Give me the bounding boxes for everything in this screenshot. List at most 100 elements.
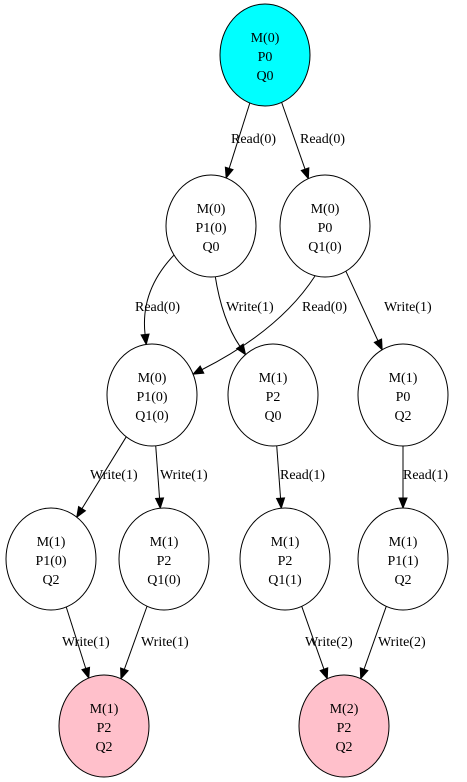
node-label-line: P2 bbox=[278, 554, 293, 569]
node-label-line: P1(0) bbox=[35, 554, 66, 569]
node-label-line: Q1(0) bbox=[135, 409, 169, 424]
arrowhead bbox=[300, 167, 310, 180]
edge-line bbox=[65, 606, 87, 669]
edge-line bbox=[123, 606, 148, 670]
node-label-line: M(1) bbox=[389, 371, 418, 386]
edge-line bbox=[301, 606, 325, 670]
arrowhead bbox=[319, 667, 329, 680]
edge-line bbox=[281, 102, 306, 170]
edge-n9-n11: Write(2) bbox=[359, 606, 426, 680]
node-label-line: P0 bbox=[318, 221, 333, 236]
node-label-line: P2 bbox=[266, 390, 281, 405]
node-ellipse bbox=[106, 343, 198, 447]
edge-label: Write(1) bbox=[90, 468, 138, 483]
node-label-line: M(0) bbox=[311, 202, 340, 217]
edge-n4-n8: Read(1) bbox=[275, 445, 325, 510]
edge-line bbox=[201, 275, 316, 371]
node-ellipse bbox=[298, 674, 390, 778]
arrowhead bbox=[373, 338, 383, 352]
edge-label: Write(2) bbox=[378, 635, 426, 650]
node-label-line: M(1) bbox=[271, 535, 300, 550]
edge-line bbox=[363, 606, 387, 670]
arrowhead bbox=[191, 365, 205, 375]
node-label-line: M(0) bbox=[197, 202, 226, 217]
edge-n3-n7: Write(1) bbox=[154, 445, 208, 510]
node-label-line: M(0) bbox=[251, 31, 280, 46]
edge-n6-n10: Write(1) bbox=[62, 606, 110, 680]
edge-n5-n9: Read(1) bbox=[398, 446, 448, 510]
edge-n1-n3: Read(0) bbox=[135, 253, 180, 346]
edge-label: Read(0) bbox=[231, 132, 276, 147]
node-label-line: M(1) bbox=[259, 371, 288, 386]
node-label-line: Q1(0) bbox=[147, 573, 181, 588]
edge-n0-n2: Read(0) bbox=[281, 102, 345, 180]
edge-n0-n1: Read(0) bbox=[224, 102, 276, 180]
node-ellipse bbox=[118, 507, 210, 611]
node-ellipse bbox=[58, 674, 150, 778]
node-label-line: Q0 bbox=[256, 69, 273, 84]
node-ellipse bbox=[165, 174, 257, 278]
node-label-line: P2 bbox=[97, 721, 112, 736]
edge-label: Read(0) bbox=[302, 300, 347, 315]
arrowhead bbox=[398, 497, 408, 510]
edge-n7-n10: Write(1) bbox=[120, 606, 189, 681]
edge-line bbox=[81, 436, 127, 509]
edge-line bbox=[214, 274, 241, 347]
edge-line bbox=[228, 102, 251, 169]
node-label-line: Q2 bbox=[95, 740, 112, 755]
arrowhead bbox=[224, 166, 234, 180]
node-label-line: M(1) bbox=[389, 535, 418, 550]
node-label-line: Q1(1) bbox=[268, 573, 302, 588]
state-node-n6: M(1)P1(0)Q2 bbox=[5, 507, 97, 611]
arrowhead bbox=[140, 333, 150, 346]
edge-label: Write(1) bbox=[62, 635, 110, 650]
edge-n3-n6: Write(1) bbox=[76, 436, 138, 519]
node-ellipse bbox=[227, 343, 319, 447]
node-ellipse bbox=[357, 343, 449, 447]
edge-n2-n3: Read(0) bbox=[191, 275, 347, 375]
node-label-line: P1(0) bbox=[195, 221, 226, 236]
node-label-line: P1(1) bbox=[387, 554, 418, 569]
state-node-n9: M(1) P1(1) Q2 bbox=[357, 507, 449, 611]
arrowhead bbox=[359, 667, 369, 680]
node-ellipse bbox=[239, 507, 331, 611]
node-label-line: Q1(0) bbox=[308, 240, 342, 255]
node-label-line: M(1) bbox=[90, 702, 119, 717]
edge-label: Write(2) bbox=[305, 635, 353, 650]
node-label-line: P0 bbox=[396, 390, 411, 405]
node-label-line: Q0 bbox=[264, 409, 281, 424]
edges-layer: Read(0) Read(0) Read(0) Write(1) Read(0) Writ… bbox=[62, 102, 448, 681]
arrowhead bbox=[235, 343, 247, 356]
node-label-line: Q2 bbox=[394, 409, 411, 424]
arrowhead bbox=[120, 667, 129, 681]
node-label-line: Q0 bbox=[202, 240, 219, 255]
edge-n8-n11: Write(2) bbox=[301, 606, 353, 680]
edge-line bbox=[143, 253, 176, 335]
edge-label: Write(1) bbox=[226, 300, 274, 315]
node-label-line: M(0) bbox=[138, 371, 167, 386]
node-label-line: P2 bbox=[157, 554, 172, 569]
edge-label: Read(1) bbox=[280, 468, 325, 483]
arrowhead bbox=[81, 666, 91, 680]
nodes-layer: M(0)P0Q0M(0)P1(0)Q0M(0)P0Q1(0)M(0)P1(0)Q… bbox=[5, 3, 449, 778]
edge-label: Write(1) bbox=[160, 468, 208, 483]
node-label-line: Q2 bbox=[335, 740, 352, 755]
node-label-line: P1(0) bbox=[136, 390, 167, 405]
edge-line bbox=[276, 445, 282, 499]
edge-n1-n4: Write(1) bbox=[214, 274, 274, 356]
node-label-line: Q2 bbox=[394, 573, 411, 588]
node-ellipse bbox=[357, 507, 449, 611]
node-label-line: P0 bbox=[258, 50, 273, 65]
node-label-line: P2 bbox=[337, 721, 352, 736]
edge-label: Read(1) bbox=[403, 468, 448, 483]
state-node-n3: M(0) P1(0) Q1(0) bbox=[106, 343, 198, 447]
arrowhead bbox=[275, 497, 286, 510]
edge-label: Read(0) bbox=[135, 300, 180, 315]
